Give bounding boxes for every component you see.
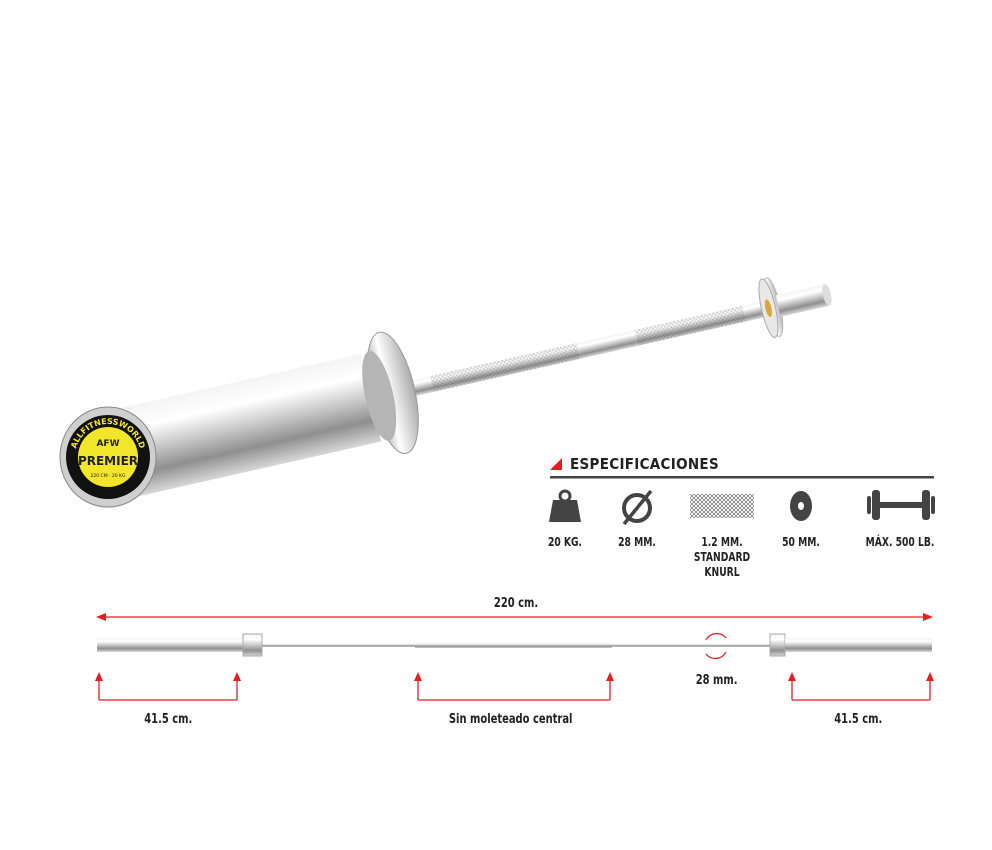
total-length-label: 220 cm. bbox=[493, 596, 539, 611]
spec-knurl-line: 1.2 MM. bbox=[701, 535, 743, 549]
spec-icons bbox=[549, 489, 935, 526]
spec-divider bbox=[550, 476, 934, 479]
spec-triangle-icon bbox=[550, 458, 562, 470]
cap-brand: AFW bbox=[96, 439, 119, 449]
knurl-pattern-icon bbox=[690, 494, 754, 518]
barbell-3d bbox=[98, 277, 832, 501]
specs-title: ESPECIFICACIONES bbox=[570, 455, 719, 473]
right-sleeve-label: 41.5 cm. bbox=[834, 712, 883, 727]
spec-max-load: MÁX. 500 LB. bbox=[865, 535, 935, 549]
weight-icon bbox=[549, 489, 581, 522]
spec-knurl-line: KNURL bbox=[704, 565, 740, 579]
spec-knurl: 1.2 MM. STANDARD KNURL bbox=[688, 535, 756, 580]
spec-plate: 50 MM. bbox=[782, 535, 820, 549]
diameter-label: 28 mm. bbox=[695, 673, 738, 688]
dimension-diagram bbox=[95, 613, 934, 701]
diameter-icon bbox=[622, 489, 653, 526]
spec-weight: 20 KG. bbox=[547, 535, 583, 549]
cap-model: PREMIER bbox=[78, 454, 138, 468]
end-cap: ALLFITNESSWORLD AFW PREMIER 220 CM · 20 … bbox=[59, 406, 157, 508]
left-sleeve-label: 41.5 cm. bbox=[144, 712, 193, 727]
spec-knurl-line: STANDARD bbox=[693, 550, 751, 564]
cap-spec: 220 CM · 20 KG bbox=[91, 473, 126, 479]
barbell-icon bbox=[867, 490, 935, 520]
flat-bar bbox=[97, 633, 932, 657]
spec-diameter: 28 MM. bbox=[618, 535, 656, 549]
center-label: Sin moleteado central bbox=[448, 712, 573, 727]
plate-icon bbox=[790, 491, 812, 521]
